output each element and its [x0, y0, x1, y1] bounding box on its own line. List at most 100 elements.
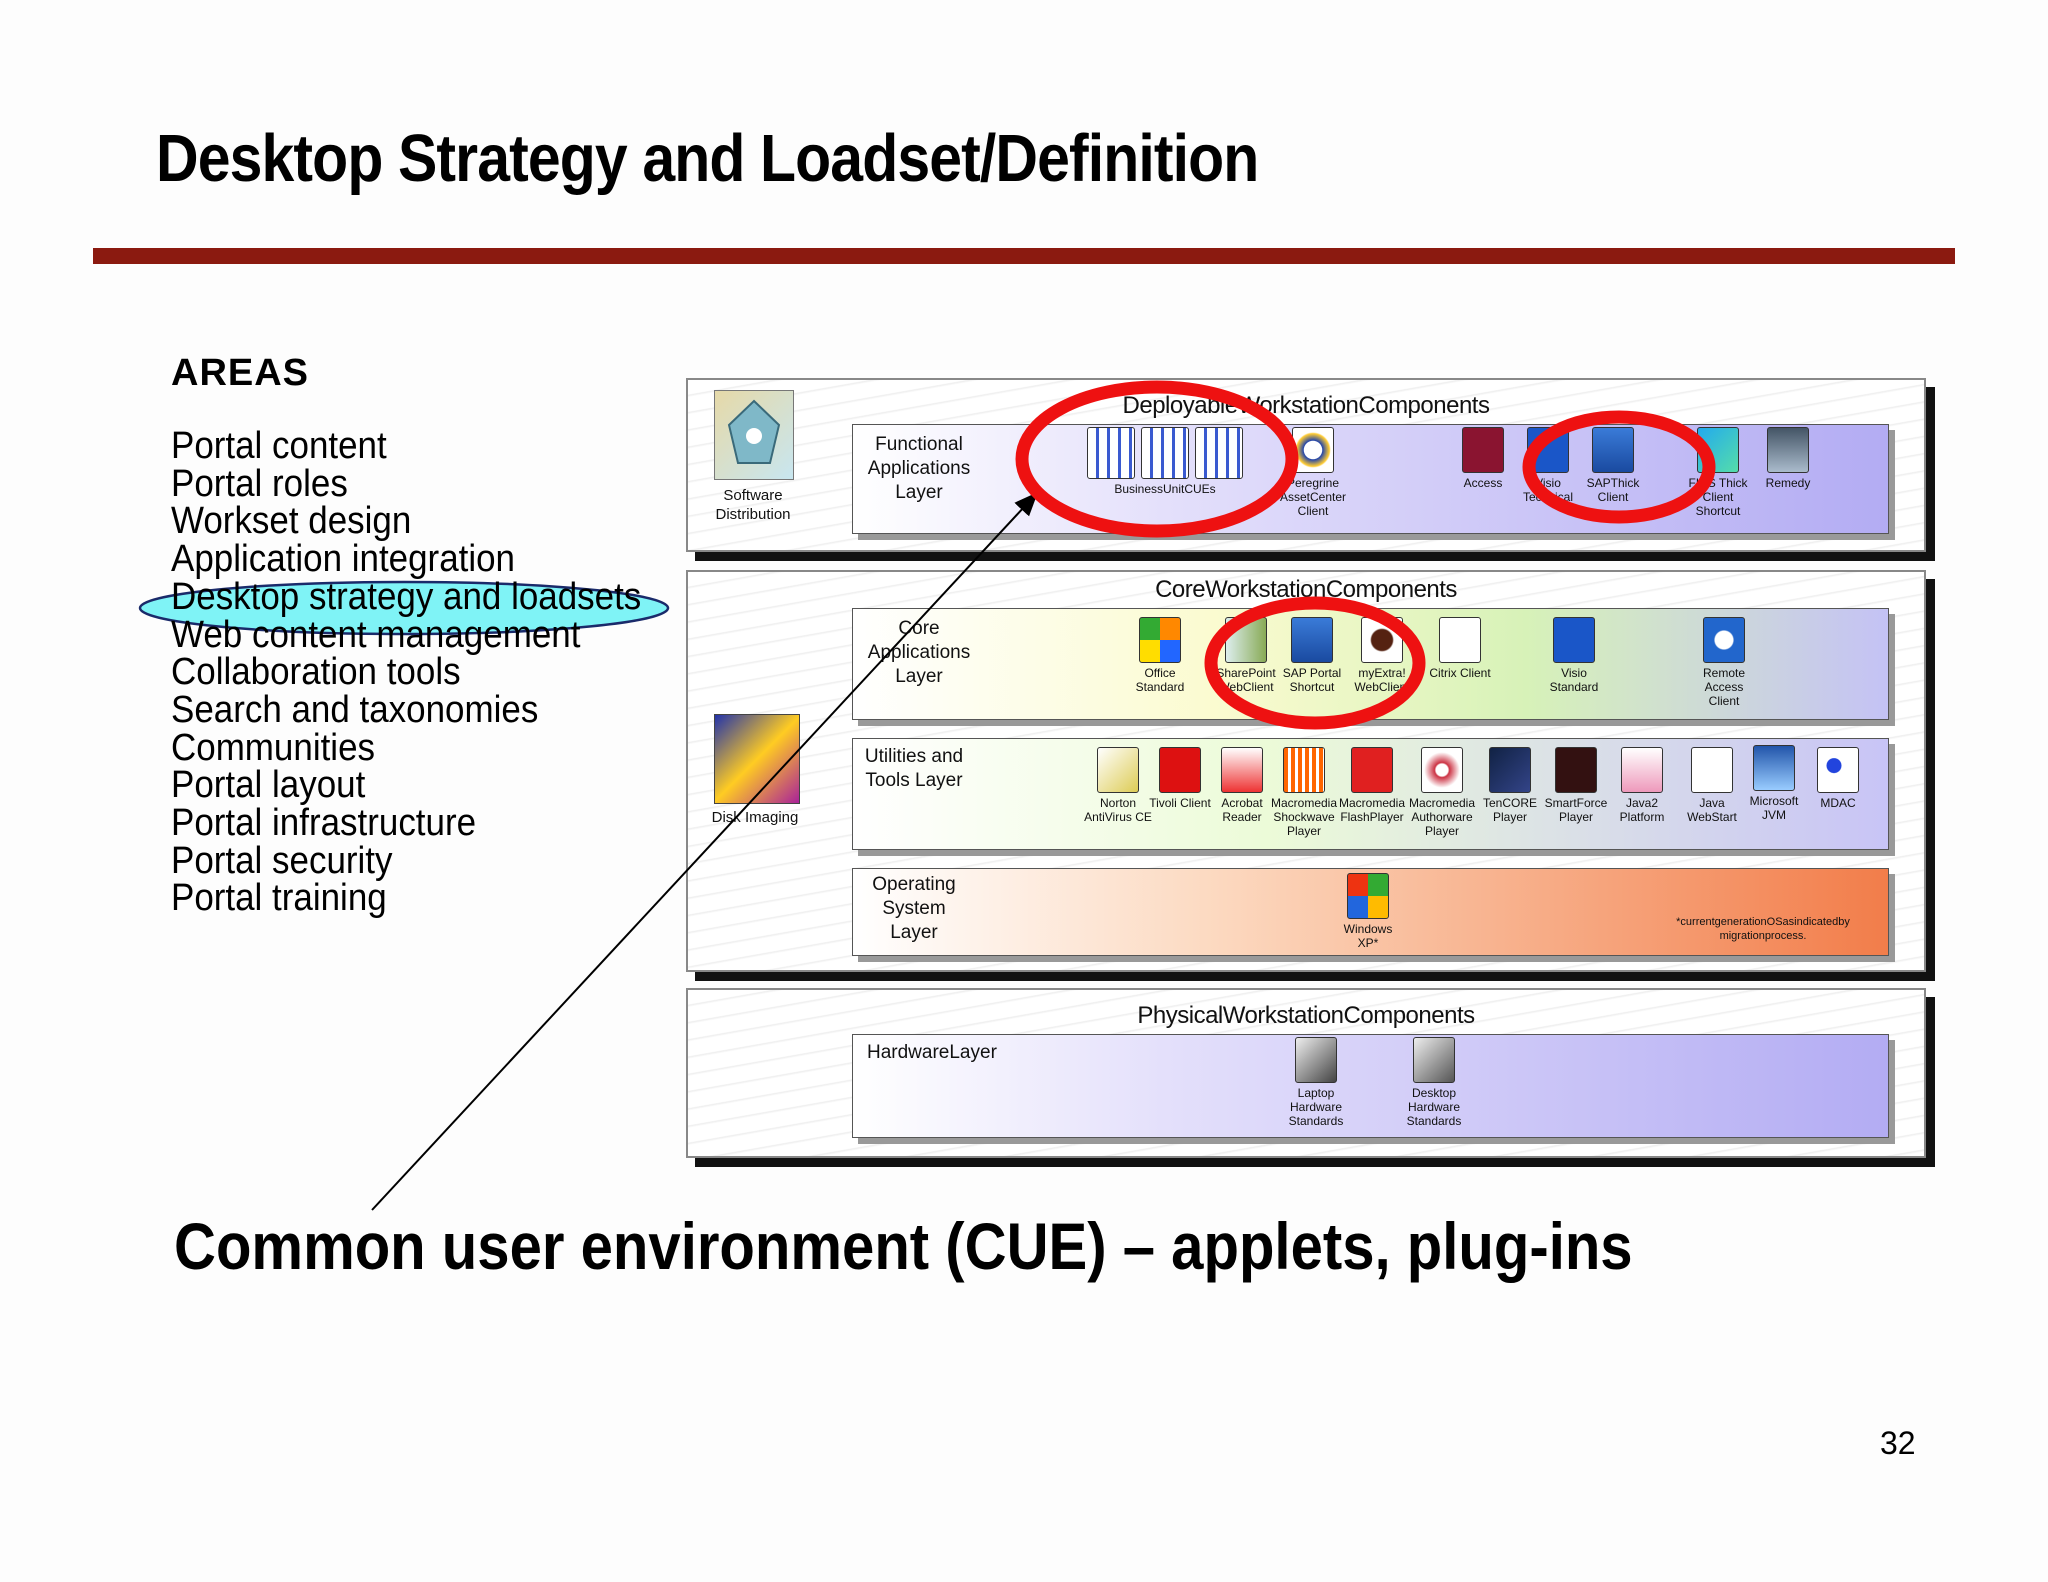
laptop-icon	[1295, 1037, 1337, 1083]
shockwave-player-component: Macromedia Shockwave Player	[1269, 747, 1339, 838]
emphasis-circle-sap-portal	[1204, 596, 1426, 730]
deployable-components-panel: DeployableWorkstationComponents Software…	[686, 378, 1926, 552]
area-item: Portal training	[171, 877, 387, 920]
citrix-client-component: Citrix Client	[1425, 617, 1495, 680]
component-label: myExtra! WebClient	[1354, 666, 1410, 694]
component-label: Desktop Hardware Standards	[1406, 1086, 1462, 1128]
connector-arrow	[371, 491, 1039, 1211]
myextra-webclient-component: myExtra! WebClient	[1347, 617, 1417, 694]
java2-platform-component: Java2 Platform	[1607, 747, 1677, 824]
component-label: Java WebStart	[1687, 796, 1737, 824]
hardware-layer: HardwareLayer Laptop Hardware Standards …	[852, 1034, 1889, 1138]
tivoli-icon	[1159, 747, 1201, 793]
cue-window-icon	[1141, 427, 1189, 479]
remote-access-client-component: Remote Access Client	[1689, 617, 1759, 708]
area-item: Portal roles	[171, 462, 348, 505]
cue-window-icon	[1195, 427, 1243, 479]
component-label: Peregrine AssetCenter Client	[1279, 476, 1347, 518]
component-label: Java2 Platform	[1619, 796, 1665, 824]
smartforce-player-component: SmartForce Player	[1541, 747, 1611, 824]
mdac-icon	[1817, 747, 1859, 793]
utilities-and-tools-layer: Utilities and Tools Layer Norton AntiVir…	[852, 738, 1889, 850]
physical-components-panel: PhysicalWorkstationComponents HardwareLa…	[686, 988, 1926, 1158]
page-number: 32	[1880, 1425, 1916, 1461]
mdac-component: MDAC	[1803, 747, 1873, 810]
component-label: Windows XP*	[1343, 922, 1393, 950]
component-label: MDAC	[1820, 796, 1856, 810]
office-standard-component: Office Standard	[1125, 617, 1195, 694]
area-item: Portal security	[171, 839, 393, 882]
component-label: SmartForce Player	[1544, 796, 1608, 824]
areas-heading: AREAS	[171, 352, 310, 394]
sap-portal-shortcut-component: SAP Portal Shortcut	[1277, 617, 1347, 694]
area-item-highlighted: Desktop strategy and loadsets	[171, 575, 642, 618]
highlight-ellipse	[138, 580, 670, 636]
software-distribution-icon	[714, 390, 794, 480]
tencore-player-component: TenCORE Player	[1475, 747, 1545, 824]
visio-standard-component: Visio Standard	[1539, 617, 1609, 694]
component-label: BusinessUnitCUEs	[1114, 482, 1216, 496]
sap-thick-client-component: SAPThick Client	[1578, 427, 1648, 504]
area-item: Collaboration tools	[171, 651, 461, 694]
disk-imaging-icon	[714, 714, 800, 804]
component-label: Office Standard	[1135, 666, 1185, 694]
java-webstart-icon	[1691, 747, 1733, 793]
acrobat-icon	[1221, 747, 1263, 793]
area-item: Workset design	[171, 500, 412, 543]
emphasis-circle-sap-thick	[1522, 410, 1716, 524]
flash-icon	[1351, 747, 1393, 793]
slide-title: Desktop Strategy and Loadset/Definition	[156, 121, 1259, 196]
business-unit-cues-component: BusinessUnitCUEs	[1065, 427, 1265, 496]
functional-applications-layer-label: Functional Applications Layer	[867, 434, 971, 503]
area-item: Communities	[171, 726, 375, 769]
norton-antivirus-component: Norton AntiVirus CE	[1083, 747, 1153, 824]
utilities-and-tools-layer-label: Utilities and Tools Layer	[864, 746, 964, 791]
deployable-panel-title: DeployableWorkstationComponents	[1122, 392, 1490, 419]
bottom-caption: Common user environment (CUE) – applets,…	[174, 1209, 1633, 1283]
component-label: Norton AntiVirus CE	[1084, 796, 1152, 824]
component-label: SAPThick Client	[1586, 476, 1640, 504]
peregrine-component: Peregrine AssetCenter Client	[1278, 427, 1348, 518]
shockwave-icon	[1283, 747, 1325, 793]
operating-system-layer-label: Operating System Layer	[872, 874, 956, 943]
microsoft-jvm-component: Microsoft JVM	[1739, 745, 1809, 822]
title-rule	[93, 248, 1955, 264]
software-distribution-label: Software Distribution	[715, 487, 791, 523]
desktop-computer-icon	[1413, 1037, 1455, 1083]
area-item: Application integration	[171, 538, 516, 581]
desktop-hardware-component: Desktop Hardware Standards	[1399, 1037, 1469, 1128]
java-webstart-component: Java WebStart	[1677, 747, 1747, 824]
tivoli-client-component: Tivoli Client	[1145, 747, 1215, 810]
emphasis-circle-cues	[1015, 380, 1299, 538]
hardware-layer-label: HardwareLayer	[867, 1042, 997, 1063]
java2-icon	[1621, 747, 1663, 793]
physical-panel-title: PhysicalWorkstationComponents	[1137, 1002, 1475, 1029]
area-item: Portal layout	[171, 764, 366, 807]
acrobat-reader-component: Acrobat Reader	[1207, 747, 1277, 824]
authorware-icon	[1421, 747, 1463, 793]
authorware-player-component: Macromedia Authorware Player	[1407, 747, 1477, 838]
component-label: Macromedia Shockwave Player	[1270, 796, 1338, 838]
area-item: Portal infrastructure	[171, 802, 477, 845]
key-icon	[1462, 427, 1504, 473]
os-footnote: *currentgenerationOSasindicatedby migrat…	[1676, 916, 1850, 942]
laptop-hardware-component: Laptop Hardware Standards	[1281, 1037, 1351, 1128]
sap-icon	[1291, 617, 1333, 663]
remedy-component: Remedy	[1753, 427, 1823, 490]
cue-window-icon	[1087, 427, 1135, 479]
peregrine-icon	[1292, 427, 1334, 473]
remote-access-icon	[1703, 617, 1745, 663]
windows-xp-component: Windows XP*	[1333, 873, 1403, 950]
norton-icon	[1097, 747, 1139, 793]
component-label: Remote Access Client	[1702, 666, 1746, 708]
areas-list: Portal content Portal roles Workset desi…	[171, 425, 682, 920]
smartforce-icon	[1555, 747, 1597, 793]
sap-icon	[1592, 427, 1634, 473]
citrix-icon	[1439, 617, 1481, 663]
area-item: Portal content	[171, 425, 387, 467]
core-applications-layer: Core Applications Layer Office Standard …	[852, 608, 1889, 720]
access-component: Access	[1448, 427, 1518, 490]
area-item: Search and taxonomies	[171, 688, 539, 731]
area-item: Web content management	[171, 613, 581, 656]
